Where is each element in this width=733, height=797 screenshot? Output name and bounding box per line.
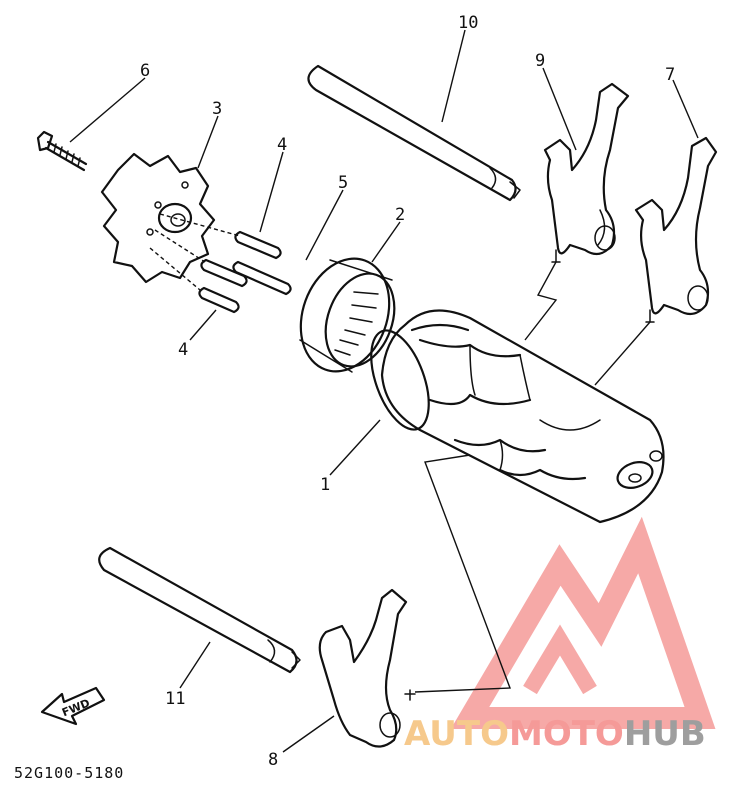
shift-fork-8: [318, 588, 416, 748]
shift-fork-9: [543, 82, 630, 263]
dowel-pins: [149, 213, 292, 314]
watermark-text: AUTOMOTOHUB: [404, 714, 706, 754]
shift-rod-lower: [98, 546, 301, 674]
shift-fork-7: [634, 136, 718, 323]
guide-lines: [414, 261, 651, 693]
callout-1: 1: [320, 475, 330, 495]
callout-7: 7: [665, 65, 675, 85]
shift-rod-upper: [307, 64, 521, 202]
watermark-logo: [450, 516, 716, 729]
forward-arrow: FWD: [40, 686, 106, 726]
svg-text:AUTOMOTOHUB: AUTOMOTOHUB: [404, 714, 706, 754]
callout-leaders: [69, 29, 699, 753]
callout-11: 11: [165, 689, 185, 709]
part-code: 52G100-5180: [14, 764, 124, 782]
callout-9: 9: [535, 51, 545, 71]
callout-3: 3: [212, 99, 222, 119]
callout-4-lower: 4: [178, 340, 188, 360]
callout-numbers: 1 2 3 4 4 5 6 7 8 9 10 11: [140, 13, 675, 770]
bearing: [299, 257, 396, 373]
shift-drum-segment: [100, 152, 216, 284]
callout-5: 5: [338, 173, 348, 193]
callout-8: 8: [268, 750, 278, 770]
watermark-auto: AUTO: [404, 714, 509, 754]
watermark-moto: MOTO: [509, 714, 624, 754]
callout-10: 10: [458, 13, 478, 33]
forward-label: FWD: [60, 696, 92, 719]
callout-4-upper: 4: [277, 135, 287, 155]
callout-6: 6: [140, 61, 150, 81]
watermark-hub: HUB: [624, 714, 706, 754]
shift-drum: [370, 309, 665, 524]
callout-2: 2: [395, 205, 405, 225]
screw: [36, 130, 88, 172]
